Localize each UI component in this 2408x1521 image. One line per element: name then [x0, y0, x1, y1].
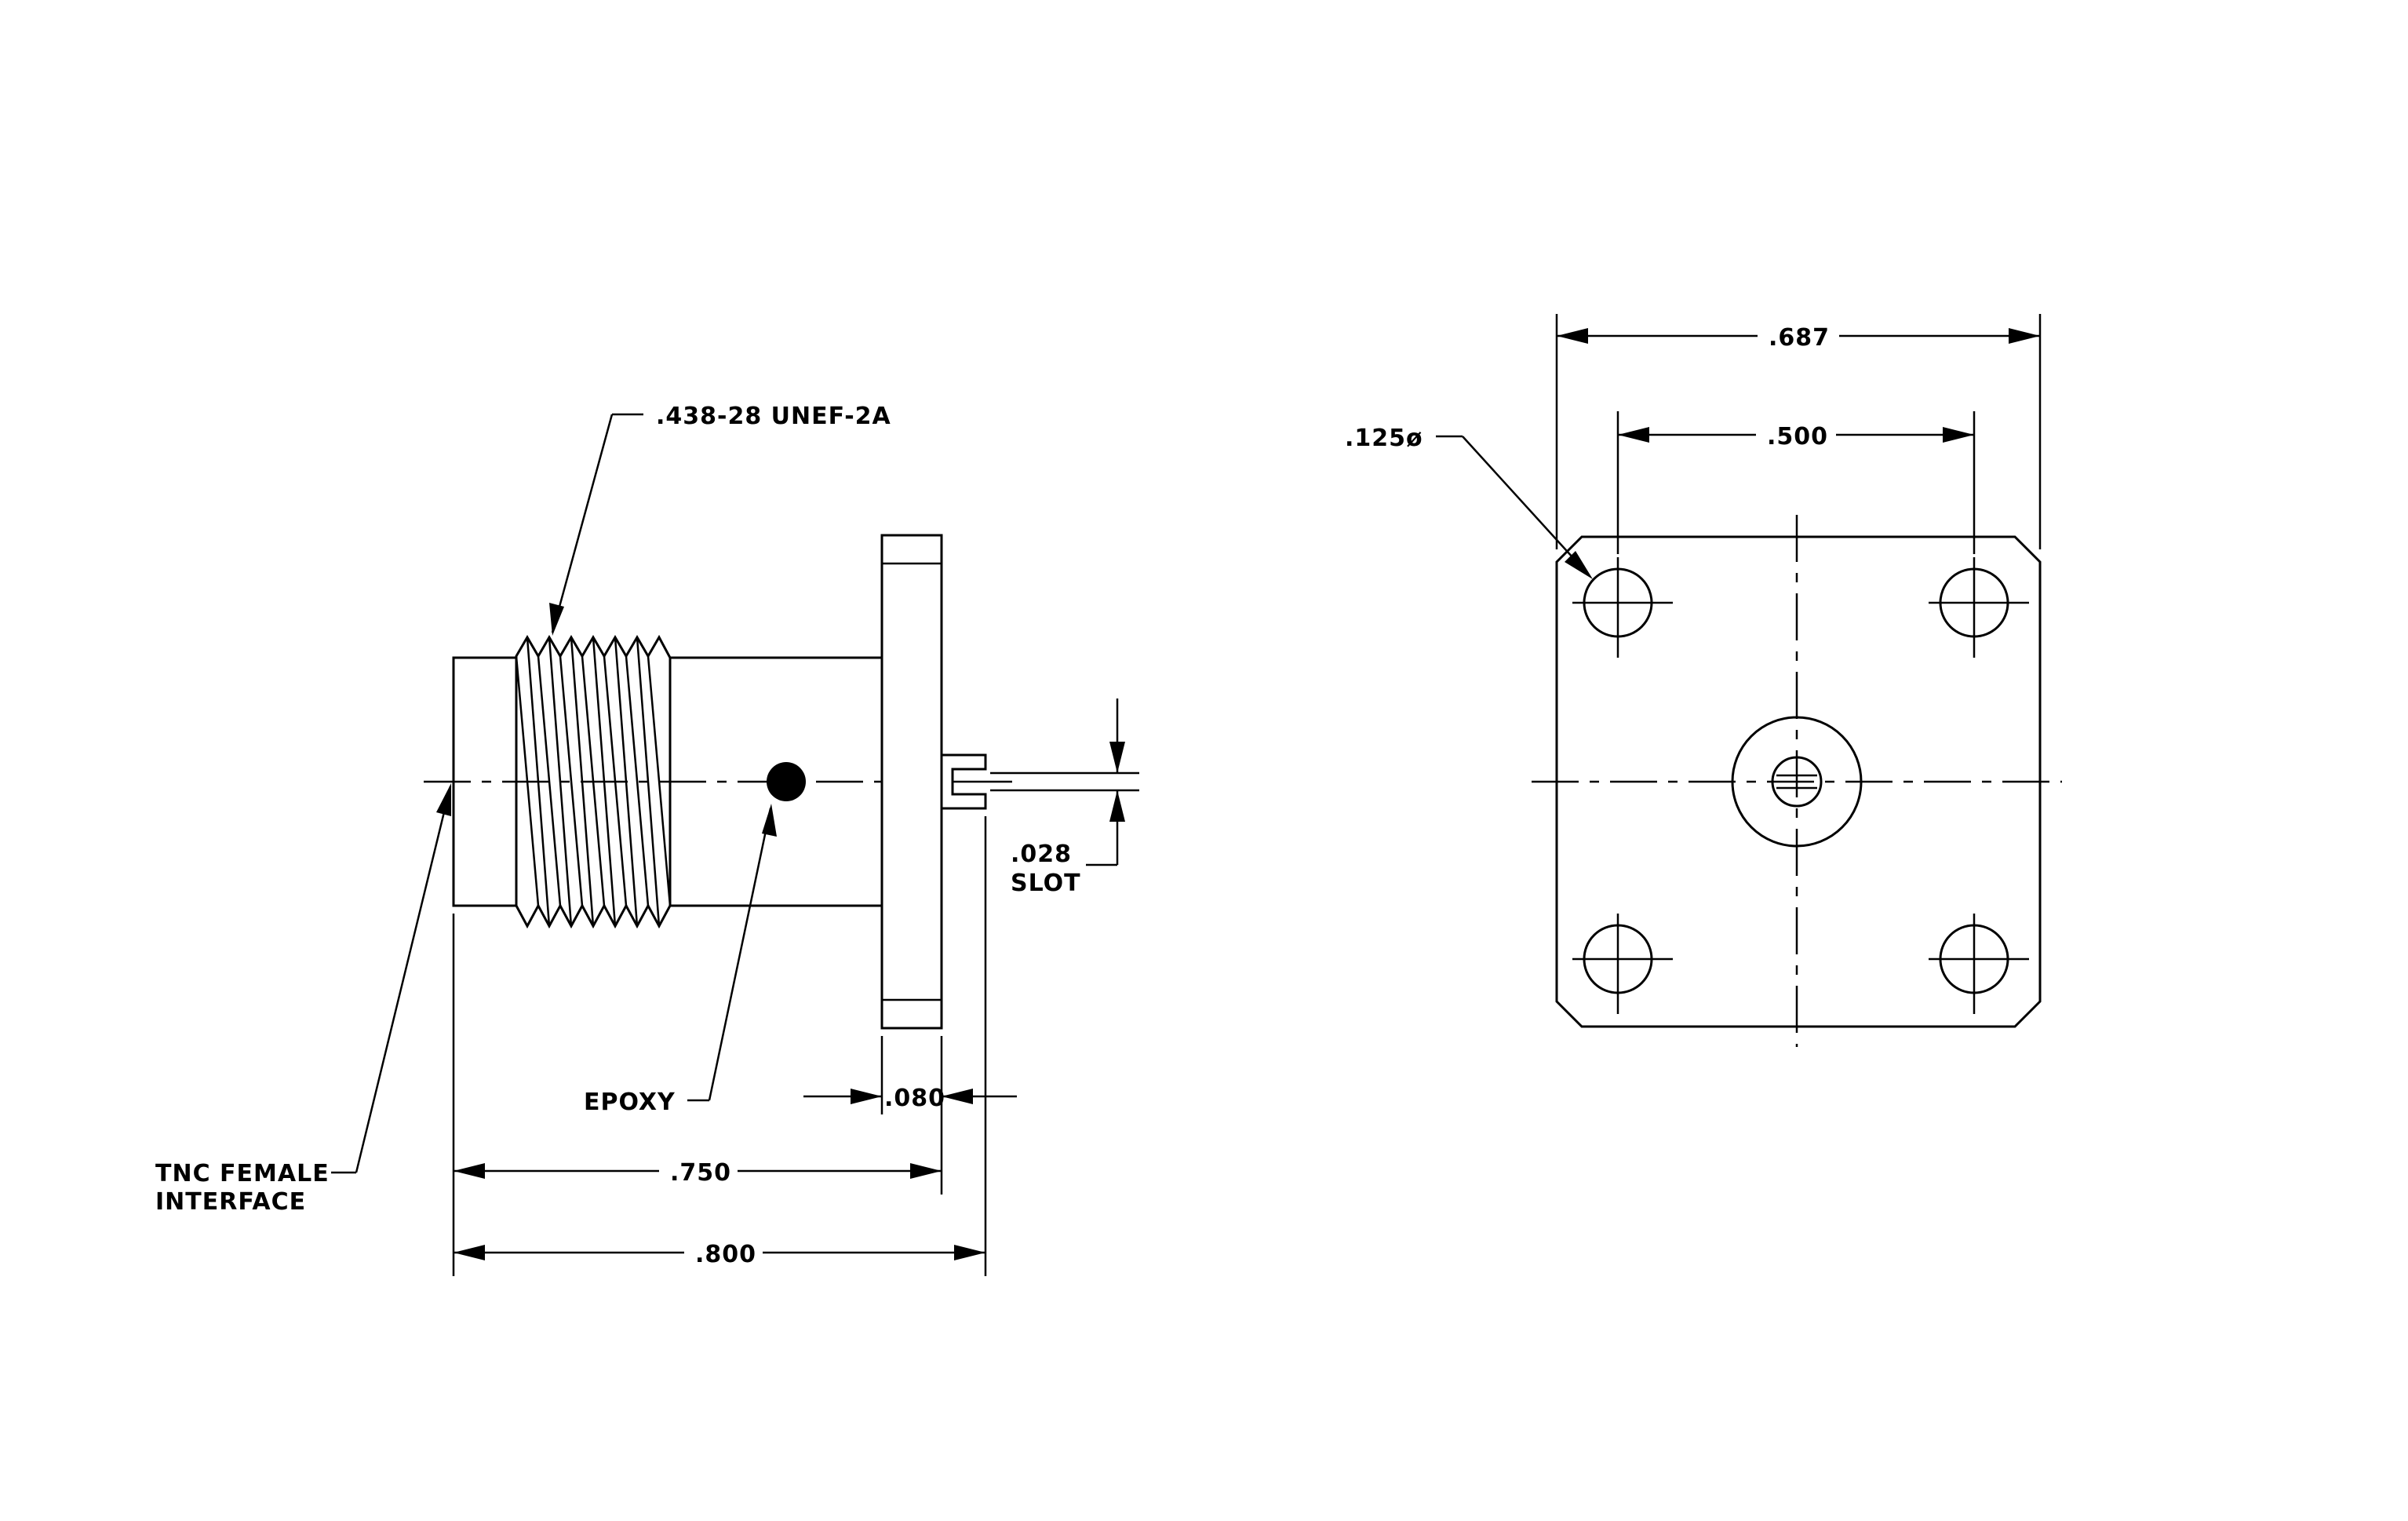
- length-body-dimension: [454, 1163, 942, 1179]
- flange-thickness-dimension: [803, 1089, 1017, 1104]
- flange-thickness-text: .080: [884, 1085, 945, 1112]
- epoxy-label-text: EPOXY: [584, 1089, 676, 1116]
- epoxy-dot: [767, 762, 806, 801]
- slot-dimension: [990, 698, 1139, 866]
- rear-body: [668, 656, 883, 907]
- epoxy-leader: [687, 804, 777, 1102]
- interface-label-line1: TNC FEMALE: [155, 1160, 330, 1187]
- flange-outline: [1555, 535, 2042, 1028]
- hole-spacing-text: .500: [1767, 423, 1828, 450]
- flange: [880, 534, 943, 1030]
- thread-leader: [549, 413, 643, 636]
- width-overall-dimension: [1557, 328, 2040, 344]
- length-overall-text: .800: [695, 1241, 756, 1268]
- thread-callout-text: .438-28 UNEF-2A: [656, 403, 891, 430]
- hole-spacing-dimension: [1618, 427, 1974, 443]
- side-view: .028 SLOT .438-28 UNEF-2A EPOXY TNC FEMA…: [155, 403, 1139, 1276]
- front-view: .687 .500 .125ø: [1345, 314, 2062, 1047]
- width-overall-text: .687: [1769, 324, 1830, 352]
- interface-leader: [331, 783, 452, 1174]
- mounting-holes: [1572, 557, 2029, 1014]
- slot-value-text: .028: [1011, 841, 1072, 868]
- slot-label-text: SLOT: [1011, 870, 1081, 897]
- hole-diameter-leader: [1436, 435, 1593, 579]
- interface-label-line2: INTERFACE: [155, 1188, 306, 1216]
- length-body-text: .750: [670, 1159, 731, 1187]
- hole-diameter-text: .125ø: [1345, 425, 1423, 452]
- length-overall-dimension: [454, 1245, 985, 1260]
